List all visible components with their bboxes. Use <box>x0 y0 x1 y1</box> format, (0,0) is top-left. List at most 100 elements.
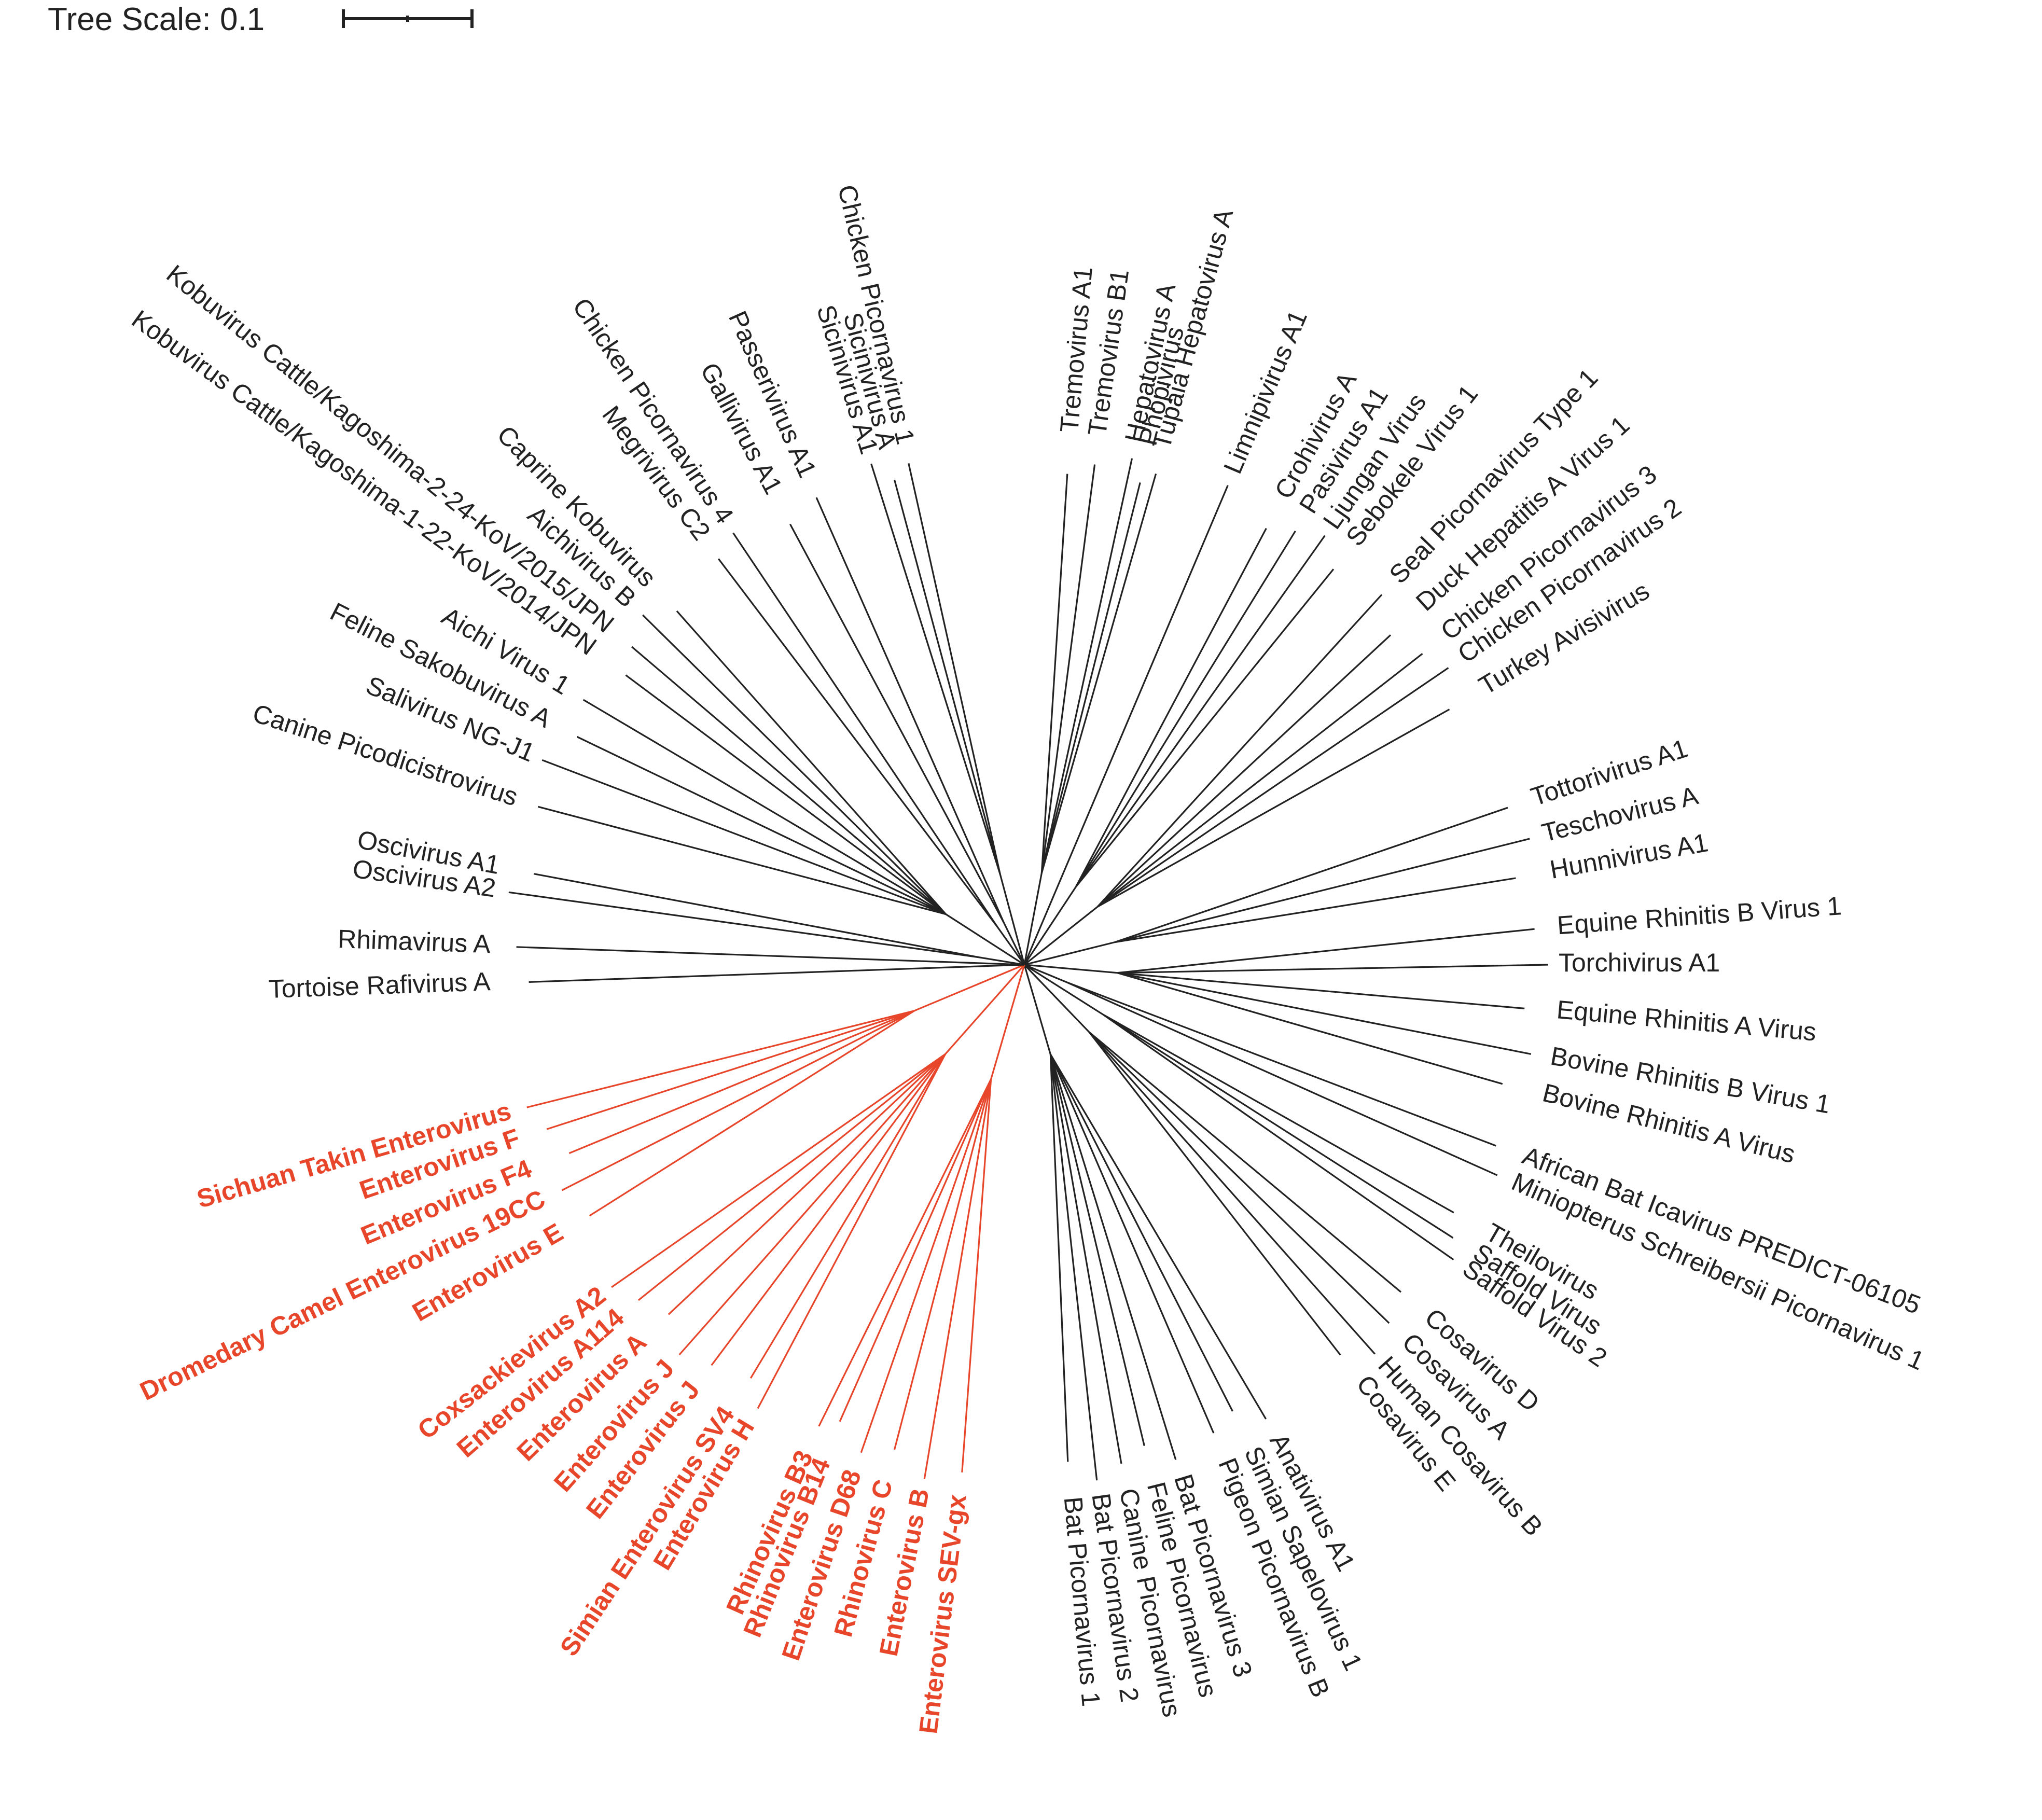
clade-stem-branch <box>1024 964 1068 983</box>
clade-stem-branch <box>914 964 1025 1012</box>
leaf-branch <box>1049 1054 1122 1464</box>
clade-stem-branch <box>999 874 1025 965</box>
leaf-branch <box>1049 1054 1145 1446</box>
leaf-branch <box>1067 981 1498 1176</box>
leaf-branch <box>1049 1054 1069 1462</box>
leaf-branch <box>1040 474 1068 873</box>
leaf-branch <box>711 1053 946 1366</box>
leaf-label: Torchivirus A1 <box>1559 948 1720 977</box>
leaf-branch <box>893 479 1001 875</box>
leaf-label: Equine Rhinitis B Virus 1 <box>1556 891 1842 940</box>
leaf-branch <box>893 1079 992 1450</box>
clade-stem-branch <box>996 926 1025 965</box>
leaf-branch <box>537 805 947 915</box>
leaf-branch <box>1040 473 1157 873</box>
leaf-branch <box>1115 807 1508 943</box>
leaf-label: Kobuvirus Cattle/Kagoshima-2-24-KoV/2015… <box>161 259 619 638</box>
leaf-branch <box>1040 482 1141 873</box>
leaf-branch <box>749 1053 946 1379</box>
tree-branches <box>508 458 1549 1481</box>
clade-stem-branch <box>1003 922 1025 965</box>
leaf-branch <box>526 1010 915 1108</box>
leaf-branch <box>1041 485 1229 922</box>
leaf-branch <box>516 946 978 964</box>
leaf-branch <box>1088 1031 1390 1324</box>
leaf-branch <box>1088 1031 1376 1355</box>
leaf-branch <box>546 1010 915 1130</box>
leaf-branch <box>815 497 1005 923</box>
leaf-branch <box>541 759 947 915</box>
clade-stem-branch <box>944 964 1025 1055</box>
leaf-branch <box>1103 1013 1454 1261</box>
leaf-branch <box>1067 981 1496 1147</box>
leaf-branch <box>1117 972 1532 1055</box>
leaf-branch <box>589 1010 915 1217</box>
leaf-branch <box>1103 1013 1454 1239</box>
leaf-branch <box>757 1053 947 1409</box>
leaf-branch <box>533 873 979 958</box>
leaf-branch <box>1097 653 1423 908</box>
clade-stem-branch <box>945 913 1025 966</box>
leaf-branch <box>1040 464 1096 873</box>
leaf-branch <box>961 1079 992 1472</box>
leaf-branch <box>789 523 1005 923</box>
clade-stem-branch <box>1024 964 1104 1016</box>
leaf-branch <box>1088 1031 1341 1356</box>
clade-stem-branch <box>1024 941 1116 966</box>
leaf-label: Chicken Picornavirus 4 <box>567 293 739 529</box>
tree-scale: Tree Scale: 0.1 <box>48 2 474 37</box>
tree-scale-label: Tree Scale: 0.1 <box>48 2 265 37</box>
clade-stem-branch <box>978 964 1025 967</box>
leaf-branch <box>1103 1013 1454 1214</box>
clade-stem-branch <box>1024 906 1099 966</box>
clade-stem-branch <box>1023 964 1051 1055</box>
clade-stem-branch <box>1023 872 1043 965</box>
leaf-label: Rhimavirus A <box>337 924 491 958</box>
clade-stem-branch <box>1023 921 1044 965</box>
leaf-branch <box>1088 1031 1402 1293</box>
leaf-branch <box>508 891 979 958</box>
leaf-branch <box>668 1053 946 1315</box>
leaf-branch <box>582 699 947 915</box>
leaf-branch <box>1075 530 1296 887</box>
leaf-branch <box>1075 527 1267 887</box>
leaf-branch <box>1050 1053 1267 1420</box>
leaf-branch <box>1117 972 1503 1085</box>
clade-stem-branch <box>978 956 1025 966</box>
leaf-branch <box>1040 458 1133 873</box>
leaf-branch <box>1049 1054 1215 1434</box>
leaf-branch <box>1049 1054 1098 1481</box>
leaf-branch <box>1115 877 1516 943</box>
leaf-branch <box>631 646 947 915</box>
leaf-branch <box>923 1079 992 1479</box>
leaf-branch <box>1097 667 1449 908</box>
clade-stem-branch <box>1023 886 1077 965</box>
leaf-branch <box>642 614 947 915</box>
leaf-branch <box>625 674 947 915</box>
leaf-branch <box>1097 708 1450 908</box>
leaf-label: Tortoise Rafivirus A <box>268 967 491 1004</box>
leaf-branch <box>908 463 1001 875</box>
leaf-label: Kobuvirus Cattle/Kagoshima-1-22-KoV/2014… <box>127 304 602 661</box>
leaf-branch <box>568 1010 915 1154</box>
leaf-branch <box>561 1010 915 1191</box>
leaf-branch <box>576 736 947 915</box>
leaf-branch <box>637 1053 946 1301</box>
leaf-branch <box>1117 972 1525 1009</box>
leaf-branch <box>1117 928 1535 974</box>
clade-stem-branch <box>1023 964 1090 1033</box>
leaf-branch <box>1075 568 1335 887</box>
leaf-branch <box>1117 964 1549 974</box>
clade-stem-branch <box>990 964 1025 1080</box>
leaf-branch <box>529 965 978 983</box>
leaf-branch <box>870 463 1001 875</box>
leaf-label: Equine Rhinitis A Virus <box>1555 995 1817 1047</box>
leaf-branch <box>839 1079 992 1422</box>
leaf-branch <box>1096 594 1383 908</box>
leaf-branch <box>676 610 947 915</box>
leaf-branch <box>1115 838 1530 943</box>
leaf-branch <box>1049 1054 1177 1460</box>
leaf-branch <box>1049 1054 1233 1412</box>
leaf-branch <box>678 1053 946 1356</box>
